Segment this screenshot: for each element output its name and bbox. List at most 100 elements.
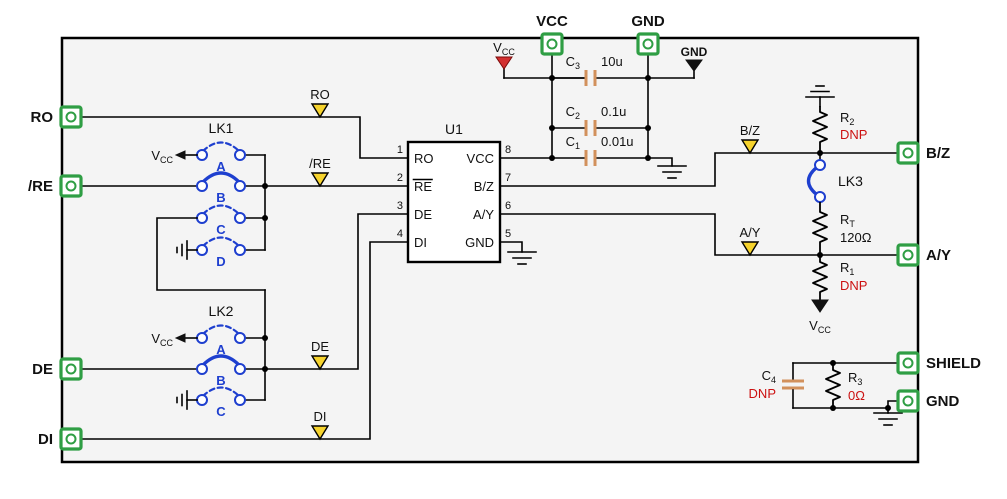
vcc-triangle-icon [495, 56, 513, 70]
junction-dot [645, 125, 651, 131]
lk2-label: LK2 [209, 303, 234, 319]
jumper-lk2-c: C [176, 386, 246, 419]
vcc-label: VCC [493, 40, 515, 57]
jumper-pad [814, 191, 826, 203]
jumper-lk1-c: C [156, 204, 266, 291]
jumper-arc-open-icon [201, 324, 241, 336]
terminal-hole [546, 38, 558, 50]
jumper-lk2-b: B [196, 354, 246, 388]
jumper-block-lk2: LK2 A VCC B C [151, 289, 268, 419]
pin-name-de: DE [414, 207, 432, 222]
arrow-left-icon [174, 150, 186, 160]
ground-symbol [176, 390, 198, 410]
gnd-power-symbol: GND [681, 45, 708, 72]
vcc-triangle-icon [811, 299, 829, 313]
lk1-label: LK1 [209, 120, 234, 136]
terminal-label: SHIELD [926, 355, 981, 372]
junction-dot [885, 405, 891, 411]
junction-dot [549, 75, 555, 81]
junction-dot [262, 215, 268, 221]
net-flag-label: A/Y [740, 225, 761, 240]
pin-name-gnd: GND [465, 235, 494, 250]
terminal-hole [65, 111, 77, 123]
net-flag-ay: A/Y [740, 225, 761, 257]
net-flag-label: /RE [309, 156, 331, 171]
r1-refdes: R1 [840, 260, 854, 277]
junction-dot [549, 125, 555, 131]
capacitor-c1: C1 0.01u [551, 134, 649, 166]
pin-number: 2 [397, 172, 403, 184]
vcc-label: VCC [809, 318, 831, 335]
top-power-section: VCC GND C3 10u C2 0.1u [493, 40, 708, 179]
wire [499, 241, 523, 253]
gnd-triangle-icon [685, 59, 703, 72]
r1-value: DNP [840, 278, 867, 293]
jumper-arc-closed-icon [201, 354, 241, 367]
net-flag-label: DI [314, 409, 327, 424]
terminal-shield: SHIELD [896, 351, 981, 375]
wire-di [80, 241, 409, 440]
c1-value: 0.01u [601, 134, 634, 149]
wire-ro [80, 116, 409, 159]
jumper-pad [814, 159, 826, 171]
net-flag-icon [310, 103, 330, 119]
jumper-arc-open-icon [201, 204, 241, 216]
resistor-zigzag-icon [812, 255, 828, 300]
terminal-label: VCC [536, 13, 568, 30]
jumper-letter: B [216, 190, 225, 205]
resistor-r1: R1 DNP [812, 255, 867, 300]
terminal-gnd-top: GND [631, 13, 665, 56]
net-flag-re: /RE [309, 156, 331, 188]
u1-chip: U1 1 RO 2 RE 3 DE 4 DI 8 VCC 7 B/Z 6 A/Y… [397, 121, 537, 265]
junction-dot [262, 183, 268, 189]
jumper-lk1-d: D [176, 236, 246, 269]
terminal-label: B/Z [926, 145, 950, 162]
jumper-pad [234, 332, 246, 344]
net-flag-label: DE [311, 339, 329, 354]
c3-refdes: C3 [566, 54, 580, 71]
net-flag-icon [310, 355, 330, 371]
jumper-pad [196, 332, 208, 344]
ground-symbol [647, 157, 687, 179]
net-flag-ro: RO [310, 87, 330, 119]
junction-dot [817, 150, 823, 156]
terminal-hole [902, 395, 914, 407]
pin-name-re: RE [414, 179, 432, 194]
vcc-power-symbol: VCC [493, 40, 515, 70]
jumper-lk3: LK3 [806, 152, 863, 203]
pin-name-ro: RO [414, 151, 434, 166]
terminal-label: /RE [28, 178, 53, 195]
net-flag-icon [740, 241, 760, 257]
jumper-pad [196, 149, 208, 161]
jumper-pad [196, 363, 208, 375]
vcc-label: VCC [151, 331, 173, 348]
c2-value: 0.1u [601, 104, 626, 119]
jumper-pad [234, 149, 246, 161]
junction-dot [262, 366, 268, 372]
r2-refdes: R2 [840, 110, 854, 127]
rt-value: 120Ω [840, 230, 872, 245]
terminal-label: GND [631, 13, 665, 30]
net-flag-icon [740, 139, 760, 155]
capacitor-c2: C2 0.1u [551, 104, 649, 136]
u1-refdes: U1 [445, 121, 463, 137]
lk3-label: LK3 [838, 173, 863, 189]
c4-refdes: C4 [762, 368, 776, 385]
r3-refdes: R3 [848, 370, 862, 387]
vcc-power-symbol-bottom: VCC [809, 299, 831, 335]
terminal-vcc-top: VCC [536, 13, 568, 56]
junction-dot [817, 252, 823, 258]
terminal-hole [65, 363, 77, 375]
resistor-zigzag-icon [812, 202, 828, 255]
terminal-hole [902, 147, 914, 159]
wire [156, 217, 266, 291]
c1-refdes: C1 [566, 134, 580, 151]
resistor-zigzag-icon [812, 106, 828, 153]
jumper-pad [196, 394, 208, 406]
termination-chain: R2 DNP LK3 RT 120Ω R1 DNP VCC [805, 85, 872, 335]
terminal-hole [902, 249, 914, 261]
jumper-lk2-a: A VCC [151, 324, 246, 357]
jumper-pad [234, 394, 246, 406]
terminal-ro: RO [31, 105, 83, 129]
